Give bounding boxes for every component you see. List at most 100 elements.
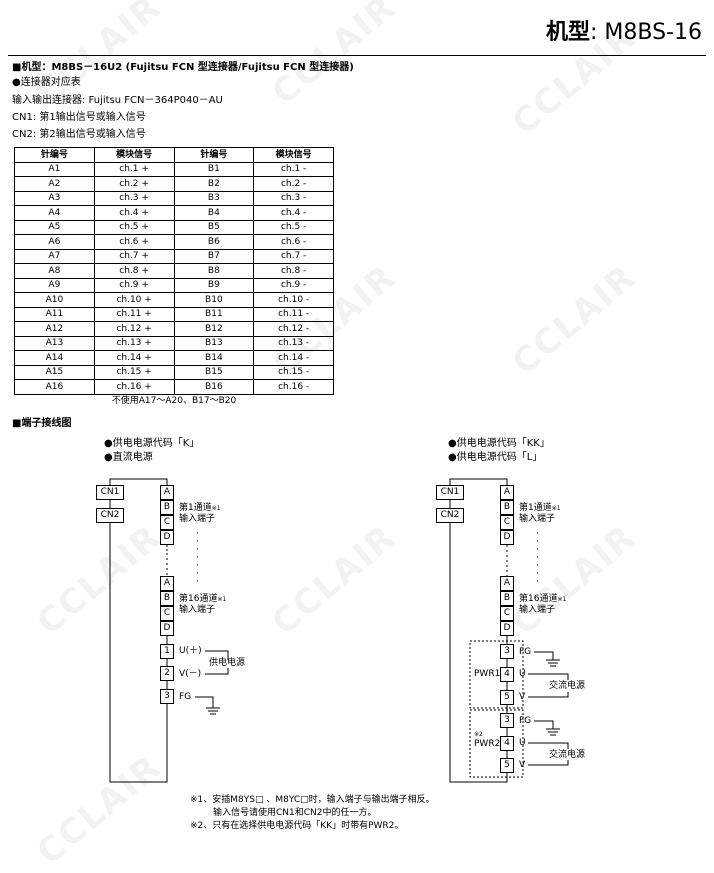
col-header: 针编号 [173, 147, 255, 163]
fg-label: FG [519, 716, 532, 726]
terminal-1: 1 [160, 644, 174, 659]
pin-number-cell: A4 [14, 205, 95, 221]
u-label: U [519, 738, 526, 748]
right-condition-l: ●供电电源代码「L」 [448, 452, 543, 463]
model-name: M8BS-16 [604, 20, 702, 45]
pwr2-terminal-3: 3 [500, 713, 514, 728]
table-header-row: 针编号 模块信号 针编号 模块信号 [14, 147, 334, 163]
left-condition-k: ●供电电源代码「K」 [104, 438, 200, 449]
module-signal-cell: ch.1 - [253, 161, 334, 177]
module-signal-cell: ch.1 + [93, 161, 175, 177]
pwr1-terminal-3: 3 [500, 644, 514, 659]
module-signal-cell: ch.16 - [253, 379, 334, 395]
module-signal-cell: ch.2 - [253, 176, 334, 192]
u-label: U [519, 669, 526, 679]
right-condition-kk: ●供电电源代码「KK」 [448, 438, 550, 449]
pin-number-cell: A3 [14, 190, 95, 206]
footnote-1: ※1、安插M8YS□ 、M8YC□时，输入端子与输出端子相反。 [190, 795, 435, 805]
module-signal-cell: ch.3 - [253, 190, 334, 206]
module-signal-cell: ch.4 - [253, 205, 334, 221]
footnote-1-cont: 输入信号请使用CN1和CN2中的任一方。 [213, 808, 377, 818]
pin-a: A [160, 576, 174, 591]
col-header: 模块信号 [253, 147, 334, 163]
col-header: 模块信号 [93, 147, 175, 163]
pin-c: C [500, 515, 514, 530]
cn1-box: CN1 [96, 485, 124, 500]
section-title-wiring: ■端子接线图 [12, 418, 72, 429]
table-note-row: 不使用A17～A20、B17～B20 [15, 394, 334, 408]
fg-label: FG [179, 692, 192, 702]
connector-table-heading: ●连接器对应表 [12, 77, 81, 88]
pin-b: B [160, 500, 174, 515]
pin-c: C [160, 606, 174, 621]
pwr2-note-mark: ※2 [474, 731, 483, 738]
pin-a: A [500, 576, 514, 591]
pwr1-terminal-4: 4 [500, 667, 514, 682]
pwr2-terminal-4: 4 [500, 736, 514, 751]
unused-pins-note: 不使用A17～A20、B17～B20 [111, 396, 237, 407]
cn1-box: CN1 [436, 485, 464, 500]
pin-number-cell: A1 [14, 161, 95, 177]
pin-c: C [160, 515, 174, 530]
pwr2-terminal-5: 5 [500, 758, 514, 773]
model-prefix: 机型 [545, 20, 590, 45]
pwr1-label: PWR1 [474, 669, 501, 679]
pin-d: D [500, 530, 514, 545]
v-minus-label: V(－) [179, 669, 202, 679]
module-signal-cell: ch.5 + [93, 219, 175, 235]
ellipsis-dots: ······· [196, 529, 199, 587]
pin-b: B [500, 591, 514, 606]
power-supply-label: 供电电源 [209, 658, 246, 668]
cn2-box: CN2 [96, 508, 124, 523]
cn2-box: CN2 [436, 508, 464, 523]
terminal-2: 2 [160, 666, 174, 681]
module-signal-cell: ch.5 - [253, 219, 334, 235]
module-signal-cell: ch.16 + [93, 379, 175, 395]
header-divider [8, 55, 706, 56]
pin-b: B [160, 591, 174, 606]
section-title-model: ■机型：M8BS－16U2 (Fujitsu FCN 型连接器/Fujitsu … [12, 62, 354, 73]
v-label: V [519, 760, 526, 770]
pin-d: D [160, 621, 174, 636]
ac-power-label: 交流电源 [549, 681, 586, 691]
ac-power-label: 交流电源 [549, 750, 586, 760]
wiring-diagram-lines [109, 478, 569, 783]
io-connector-line: 输入输出连接器: Fujitsu FCN－364P040－AU [12, 95, 223, 106]
cn1-line: CN1: 第1输出信号或输入信号 [12, 112, 146, 123]
module-signal-cell: ch.6 - [253, 234, 334, 250]
pin-a: A [500, 485, 514, 500]
pin-d: D [500, 621, 514, 636]
terminal-3: 3 [160, 689, 174, 704]
footnote-2: ※2、只有在选择供电电源代码「KK」时带有PWR2。 [190, 821, 404, 831]
pwr1-terminal-5: 5 [500, 690, 514, 705]
pin-a: A [160, 485, 174, 500]
pwr2-label: PWR2 [474, 739, 501, 749]
page-title: 机型: M8BS-16 [545, 20, 702, 45]
pin-c: C [500, 606, 514, 621]
pin-b: B [500, 500, 514, 515]
cn2-line: CN2: 第2输出信号或输入信号 [12, 129, 146, 140]
fg-label: FG [519, 647, 532, 657]
pin-number-cell: B5 [173, 219, 255, 235]
v-label: V [519, 692, 526, 702]
pin-d: D [160, 530, 174, 545]
left-condition-dc: ●直流电源 [104, 452, 153, 463]
u-plus-label: U(＋) [179, 646, 202, 656]
ellipsis-dots: ······· [536, 529, 539, 587]
